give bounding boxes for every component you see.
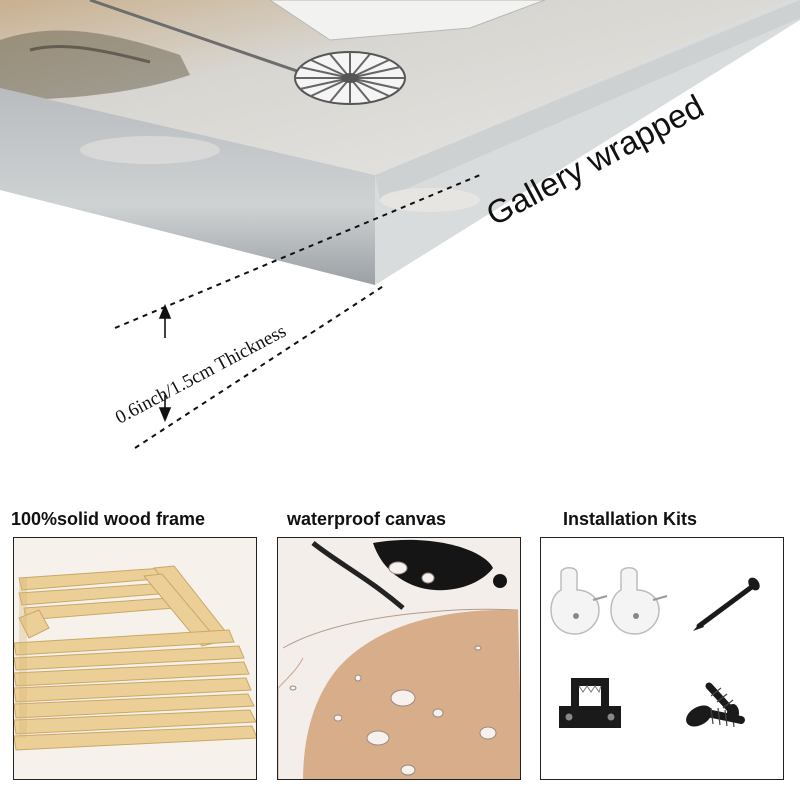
waterproof-canvas-image	[278, 538, 520, 779]
installation-kits-image	[541, 538, 783, 779]
canvas-side-edge	[0, 88, 375, 285]
waterproof-canvas-title: waterproof canvas	[287, 509, 447, 529]
installation-kits-title: Installation Kits	[563, 509, 698, 529]
thickness-arrow-icon	[158, 303, 172, 423]
waterproof-canvas-panel	[277, 537, 521, 780]
installation-kits-panel	[540, 537, 784, 780]
wood-frame-image	[14, 538, 256, 779]
wall-hook-icon	[550, 567, 608, 635]
screw-icon	[705, 682, 739, 722]
sawtooth-hanger-icon	[559, 678, 621, 728]
windmill-wheel	[294, 51, 406, 105]
wood-frame-panel	[13, 537, 257, 780]
dashed-guide-bottom	[134, 284, 386, 449]
nail-icon	[693, 577, 760, 631]
barn-roof	[269, 0, 546, 41]
canvas-corner-illustration	[0, 0, 800, 449]
wall-hook-icon	[610, 567, 668, 635]
wood-frame-title: 100%solid wood frame	[11, 509, 206, 529]
